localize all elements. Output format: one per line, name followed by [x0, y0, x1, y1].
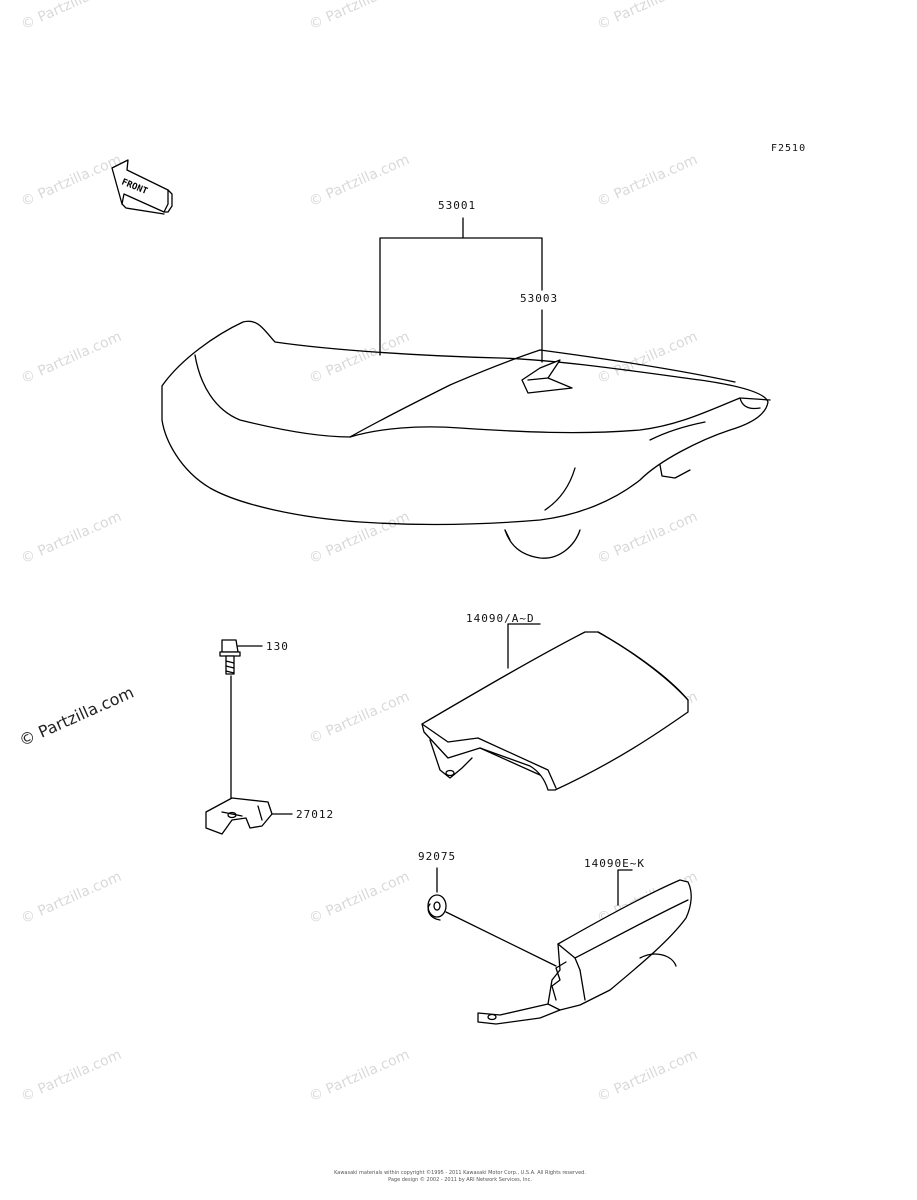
clamp-drawing	[205, 797, 293, 835]
diagram-code: F2510	[771, 143, 807, 154]
cover-lower-drawing	[477, 869, 692, 1025]
front-arrow-icon: FRONT	[111, 159, 173, 215]
part-label-130[interactable]: 130	[266, 640, 289, 653]
part-label-14090e-k[interactable]: 14090E~K	[584, 857, 645, 870]
part-label-14090-a-d[interactable]: 14090/A~D	[466, 612, 535, 625]
copyright-line-2: Page design © 2002 - 2011 by ARI Network…	[388, 1177, 532, 1183]
part-label-27012[interactable]: 27012	[296, 808, 335, 821]
copyright-line-1: Kawasaki materials within copyright ©199…	[334, 1170, 586, 1176]
bolt-drawing	[219, 639, 263, 675]
cover-upper-drawing	[421, 623, 689, 791]
seat-drawing	[161, 320, 771, 559]
part-label-92075[interactable]: 92075	[418, 850, 457, 863]
grommet-drawing	[427, 867, 557, 967]
part-label-53001[interactable]: 53001	[438, 199, 477, 212]
part-label-53003[interactable]: 53003	[520, 292, 559, 305]
